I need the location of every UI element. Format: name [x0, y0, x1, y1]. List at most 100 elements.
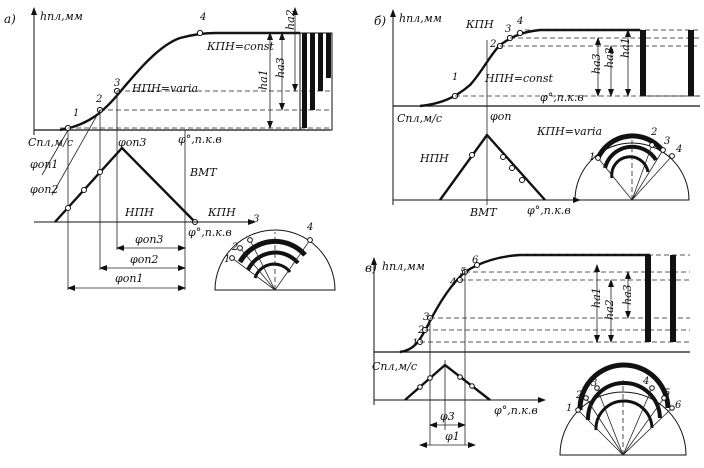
panel-c-point-2-label: 2 [417, 325, 424, 336]
panel-c-bar-2 [670, 255, 676, 342]
panel-c-bar-1 [645, 255, 651, 342]
panel-b-point-2-label: 2 [489, 39, 496, 50]
panel-c-tri-point-1 [417, 384, 423, 390]
panel-a-bar-frame [299, 32, 333, 131]
panel-c-phi-3: φ3 [440, 410, 455, 423]
panel-b-label: б) [374, 14, 386, 28]
panel-c-fan-1: 1 [566, 403, 572, 414]
panel-b-fan-1: 1 [589, 152, 595, 163]
panel-a-phi-op1-dim-label: φоп1 [115, 272, 143, 285]
panel-c-y-axis-label: hпл,мм [382, 260, 425, 273]
panel-a-point-1-label: 1 [73, 108, 79, 119]
panel-c-point-3-label: 3 [423, 312, 429, 323]
panel-b-tri-point-1 [469, 152, 475, 158]
panel-a-fan-3: 3 [253, 214, 259, 225]
panel-c-fan-3: 3 [591, 378, 597, 389]
panel-c-phi-1: φ1 [445, 430, 460, 443]
panel-c-fan-6: 6 [675, 400, 682, 411]
panel-a-bar-3 [318, 33, 323, 91]
panel-b: б) hпл,мм 1 2 3 4 КПН НПН=const φ°,п.к.в… [374, 9, 700, 219]
panel-a-tri-point-1 [65, 205, 71, 211]
panel-c-point-1-label: 1 [412, 338, 418, 349]
panel-a-point-3-label: 3 [114, 78, 120, 89]
panel-a-phi-op3: φоп3 [118, 136, 146, 149]
panel-c-tri-point-2 [427, 375, 433, 381]
panel-c-point-6 [474, 262, 480, 268]
panel-a-diag-1 [41, 129, 69, 176]
panel-b-h-a2: ha2 [603, 47, 616, 68]
panel-a-tri-point-3 [97, 169, 103, 175]
panel-b-tri-point-3 [509, 165, 515, 171]
panel-b-point-1-label: 1 [452, 72, 458, 83]
panel-c-tri-point-4 [469, 383, 475, 389]
panel-b-tri-point-4 [519, 177, 525, 183]
panel-c-speed-triangle [404, 363, 491, 401]
panel-b-npn-short: НПН [419, 152, 449, 165]
panel-b-phi-op: φоп [490, 110, 511, 123]
panel-c-tri-point-3 [457, 374, 463, 380]
panel-b-fan-3: 3 [664, 136, 670, 147]
panel-b-h-a3: ha3 [590, 53, 603, 74]
panel-c-fan-5: 5 [664, 388, 670, 399]
panel-a-point-4-label: 4 [199, 12, 206, 23]
panel-b-fan-4: 4 [675, 144, 682, 155]
panel-a-speed-triangle [54, 146, 196, 223]
panel-b-kpn: КПН=varia [536, 125, 602, 138]
panel-c-point-4-label: 4 [449, 277, 456, 288]
panel-a-npn-label: НПН=varia [131, 82, 198, 95]
panel-a-phi-op3-dim-label: φоп3 [135, 233, 163, 246]
panel-a-fan-1: 1 [224, 254, 230, 265]
panel-c-h-a1: ha1 [590, 287, 603, 308]
panel-b-speed-axis: Cпл,м/с [397, 112, 442, 125]
panel-b-point-3-label: 3 [505, 24, 511, 35]
panel-c-label: в) [365, 261, 377, 275]
panel-b-npn: НПН=const [484, 72, 554, 85]
panel-c-fan-4: 4 [642, 376, 649, 387]
panel-a-fan [214, 229, 336, 291]
panel-a-h-a2: ha2 [284, 9, 297, 30]
panel-b-point-4-label: 4 [516, 16, 523, 27]
panel-b-vmt: ВМТ [469, 206, 498, 219]
panel-c-fan [559, 362, 687, 456]
panel-b-h-a1: ha1 [619, 37, 632, 58]
panel-b-kpn-top: КПН [465, 18, 494, 31]
panel-b-fan [574, 133, 690, 201]
panel-b-x-axis-label-2: φ°,п.к.в [527, 204, 571, 217]
panel-a-npn-short: НПН [124, 206, 154, 219]
panel-a-kpn-short: КПН [207, 206, 236, 219]
panel-b-point-4 [516, 29, 524, 37]
panel-a-y-axis-label: hпл,мм [40, 10, 83, 23]
panel-b-fan-2: 2 [650, 127, 657, 138]
panel-a-point-4 [196, 29, 204, 37]
panel-a-x-axis-label: φ°,п.к.в [178, 133, 222, 146]
panel-c-fan-2: 2 [575, 390, 582, 401]
panel-c-point-5-label: 5 [460, 267, 466, 278]
panel-b-speed-triangle [439, 133, 546, 201]
panel-a-h-a1: ha1 [257, 69, 270, 90]
panel-c-point-6-label: 6 [472, 255, 479, 266]
panel-c-h-a3: ha3 [621, 284, 634, 305]
panel-a: а) hпл,мм 1 2 3 4 НПН=varia КПН=const ha… [4, 7, 336, 291]
panel-b-x-axis-label: φ°,п.к.в [540, 91, 584, 104]
panel-b-tri-point-2 [500, 154, 506, 160]
panel-c-h-a2: ha2 [603, 299, 616, 320]
panel-a-diag-2 [51, 109, 101, 196]
panel-a-bar-1 [302, 33, 307, 128]
panel-a-phi-op2-dim-label: φоп2 [130, 253, 158, 266]
panel-a-tri-point-2 [81, 187, 87, 193]
panel-a-bar-4 [326, 33, 331, 78]
panel-a-vmt: ВМТ [189, 166, 218, 179]
panel-c-x-axis-label: φ°,п.к.в [494, 404, 538, 417]
panel-b-y-axis-label: hпл,мм [399, 12, 442, 25]
panel-a-point-2-label: 2 [95, 94, 102, 105]
panel-a-x-axis-label-2: φ°,п.к.в [188, 226, 232, 239]
panel-c: в) hпл,мм 1 2 3 4 5 6 ha1 ha2 ha3 Cпл,м/… [365, 253, 690, 456]
panel-a-fan-4: 4 [306, 222, 313, 233]
panel-a-h-a3: ha3 [274, 57, 287, 78]
panel-a-speed-axis: Cпл,м/с [28, 136, 73, 149]
panel-a-label: а) [4, 12, 16, 26]
panel-a-kpn-label: КПН=const [206, 40, 274, 53]
panel-b-bar-1 [640, 30, 646, 96]
